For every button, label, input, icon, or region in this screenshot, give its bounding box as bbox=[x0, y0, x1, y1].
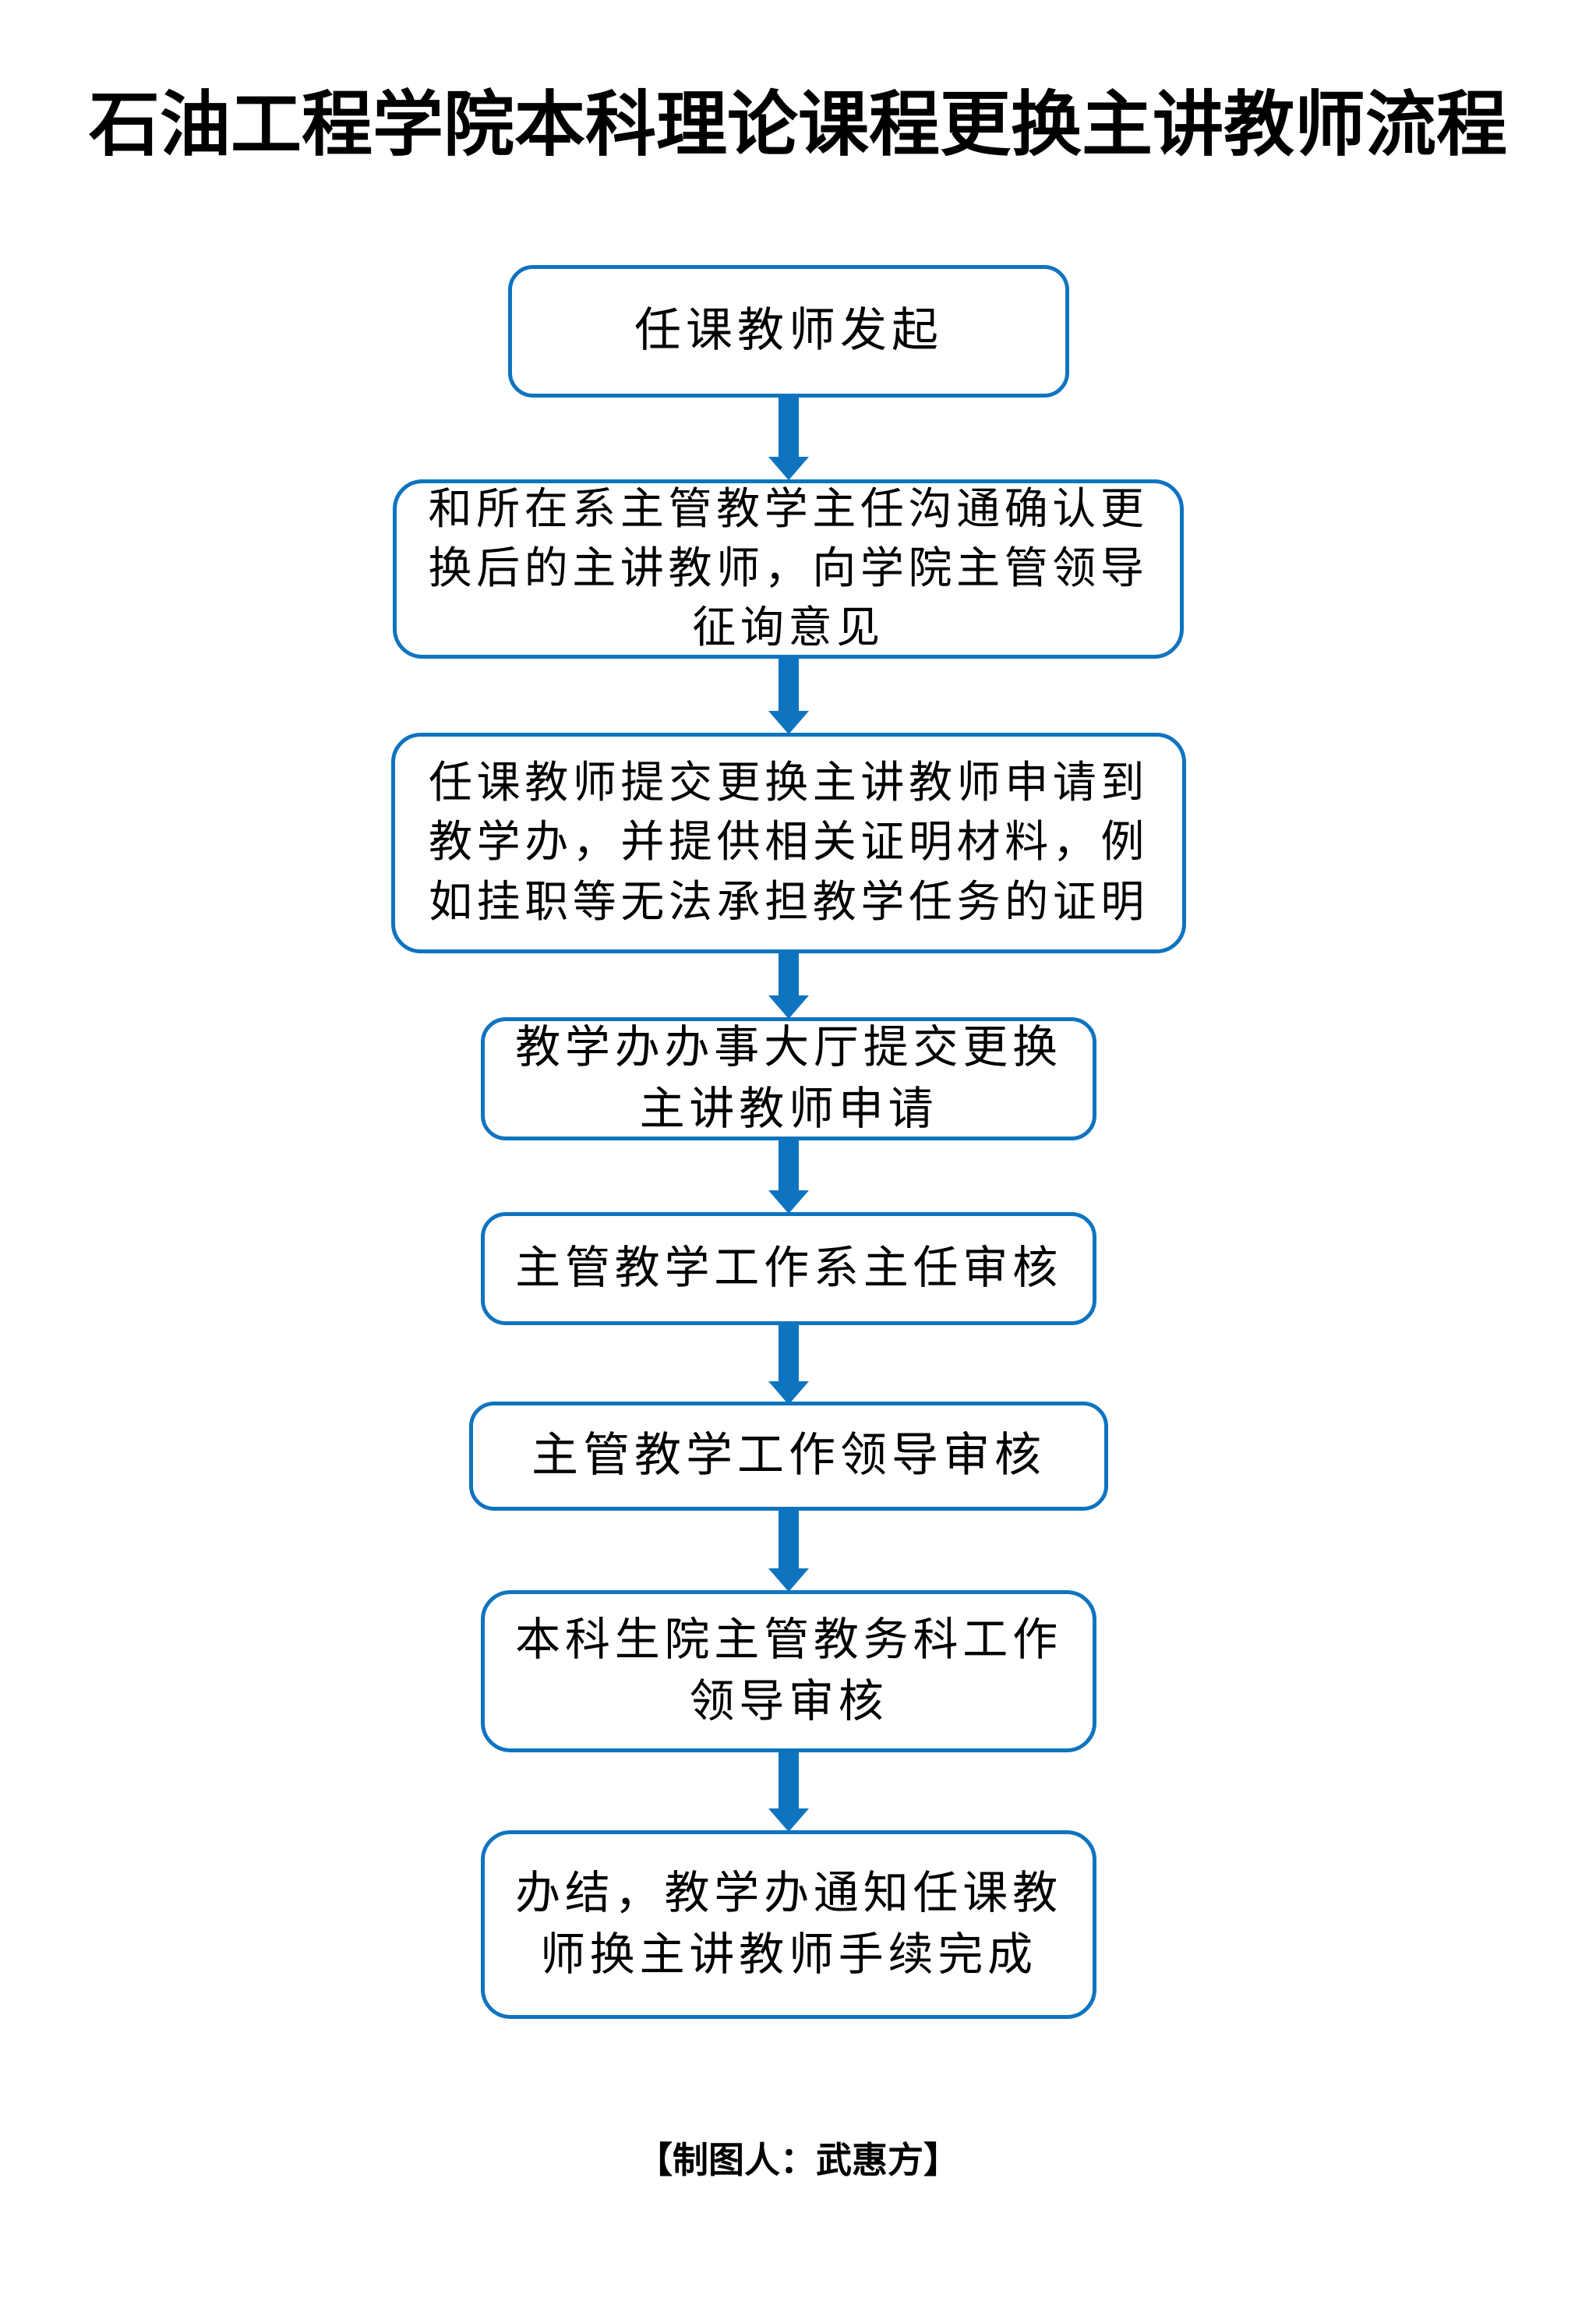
flow-arrow-4 bbox=[768, 1139, 809, 1214]
credit-footer: 【制图人：武惠方】 bbox=[637, 2140, 959, 2180]
flow-step-4-label: 教学办办事大厅提交更换 主讲教师申请 bbox=[515, 1022, 1062, 1134]
flow-arrow-7 bbox=[768, 1751, 809, 1832]
arrow-head-icon bbox=[768, 1808, 809, 1832]
arrow-stem bbox=[779, 1139, 799, 1190]
flow-step-5-label: 主管教学工作系主任审核 bbox=[515, 1243, 1062, 1294]
arrow-stem bbox=[779, 1509, 799, 1568]
flow-step-7-label: 本科生院主管教务科工作 领导审核 bbox=[515, 1614, 1062, 1727]
arrow-head-icon bbox=[768, 1381, 809, 1405]
arrow-head-icon bbox=[768, 711, 809, 734]
flow-step-4: 教学办办事大厅提交更换 主讲教师申请 bbox=[481, 1017, 1096, 1140]
flow-arrow-1 bbox=[768, 396, 809, 480]
arrow-stem bbox=[779, 1324, 799, 1381]
flow-arrow-3 bbox=[768, 952, 809, 1019]
arrow-head-icon bbox=[768, 457, 809, 480]
arrow-stem bbox=[779, 396, 799, 457]
flow-step-5: 主管教学工作系主任审核 bbox=[481, 1212, 1096, 1325]
flow-step-2: 和所在系主管教学主任沟通确认更 换后的主讲教师，向学院主管领导 征询意见 bbox=[393, 479, 1184, 659]
flow-step-7: 本科生院主管教务科工作 领导审核 bbox=[481, 1590, 1096, 1752]
flow-step-2-label: 和所在系主管教学主任沟通确认更 换后的主讲教师，向学院主管领导 征询意见 bbox=[428, 485, 1149, 653]
arrow-stem bbox=[779, 952, 799, 995]
flow-step-8-end: 办结，教学办通知任课教 师换主讲教师手续完成 bbox=[481, 1830, 1096, 2019]
flow-step-8-label: 办结，教学办通知任课教 师换主讲教师手续完成 bbox=[515, 1868, 1062, 1980]
arrow-stem bbox=[779, 657, 799, 711]
arrow-head-icon bbox=[768, 1568, 809, 1592]
flow-step-3-label: 任课教师提交更换主讲教师申请到 教学办，并提供相关证明材料，例 如挂职等无法承担… bbox=[429, 759, 1149, 927]
flow-step-1-start: 任课教师发起 bbox=[508, 265, 1069, 398]
flow-step-6: 主管教学工作领导审核 bbox=[469, 1402, 1108, 1511]
flow-arrow-6 bbox=[768, 1509, 809, 1592]
flow-step-1-label: 任课教师发起 bbox=[634, 305, 943, 357]
flow-step-6-label: 主管教学工作领导审核 bbox=[531, 1430, 1046, 1482]
flow-arrow-2 bbox=[768, 657, 809, 734]
arrow-stem bbox=[779, 1751, 799, 1808]
page-title: 石油工程学院本科理论课程更换主讲教师流程 bbox=[88, 86, 1507, 164]
flow-arrow-5 bbox=[768, 1324, 809, 1405]
arrow-head-icon bbox=[768, 1190, 809, 1214]
flow-step-3: 任课教师提交更换主讲教师申请到 教学办，并提供相关证明材料，例 如挂职等无法承担… bbox=[391, 733, 1186, 953]
arrow-head-icon bbox=[768, 995, 809, 1019]
